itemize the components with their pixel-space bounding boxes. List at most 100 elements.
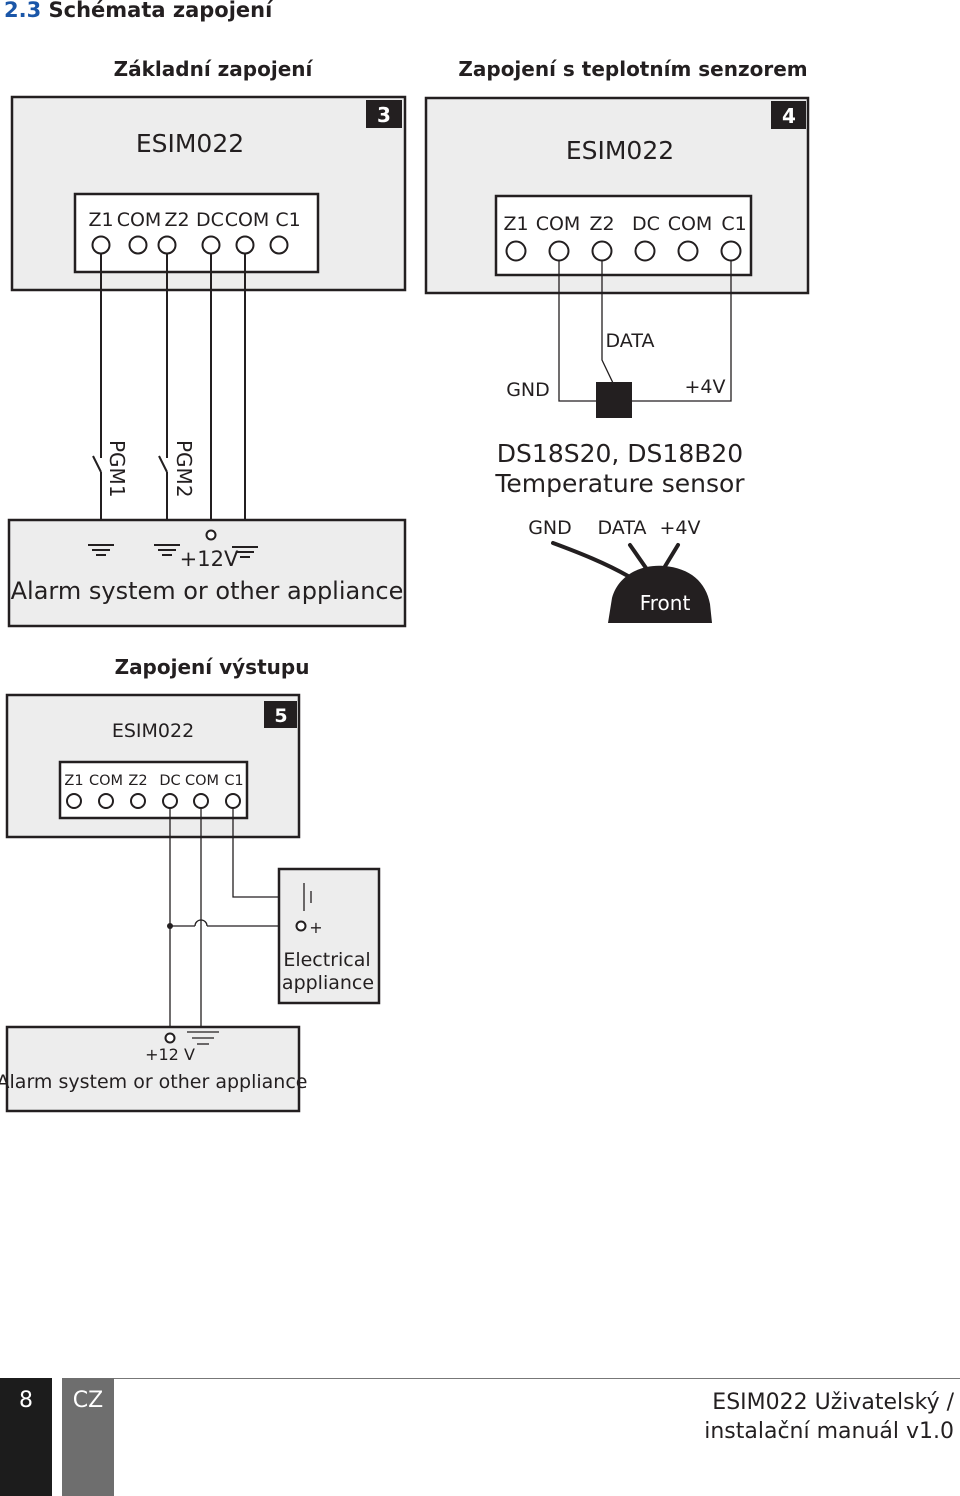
output-plus12v: +12 V xyxy=(145,1045,195,1064)
terminal-label: DC xyxy=(632,213,660,235)
terminal-screw xyxy=(720,240,742,262)
terminal-label: C1 xyxy=(224,773,243,789)
terminal-screw xyxy=(225,793,241,809)
terminal-label: Z1 xyxy=(503,213,528,235)
output-terminal-block xyxy=(58,760,249,820)
basic-badge xyxy=(366,100,402,128)
pgm2-label: PGM2 xyxy=(172,440,196,498)
output-badge-number: 5 xyxy=(274,705,287,727)
basic-alarm-label: Alarm system or other appliance xyxy=(11,577,404,605)
terminal-label: Z1 xyxy=(64,773,83,789)
terminal-label: Z2 xyxy=(589,213,614,235)
terminal-label: COM xyxy=(536,213,581,235)
terminal-screw xyxy=(677,240,699,262)
terminal-label: Z2 xyxy=(128,773,147,789)
sensor-4v-label: +4V xyxy=(684,376,725,398)
terminal-label: Z2 xyxy=(164,209,189,231)
basic-terminal-block xyxy=(73,192,320,274)
page-number: 8 xyxy=(19,1388,33,1413)
section-heading: Schémata zapojení xyxy=(48,0,273,22)
sensor-data-label: DATA xyxy=(606,330,655,352)
sensor-terminals xyxy=(505,240,742,262)
sensor-terminal-block xyxy=(494,194,753,277)
sensor-chip xyxy=(596,382,632,418)
output-alarm-label: Alarm system or other appliance xyxy=(0,1071,307,1093)
terminal-screw xyxy=(130,793,146,809)
output-heading: Zapojení výstupu xyxy=(115,655,310,679)
terminal-label: DC xyxy=(159,773,180,789)
electrical-appliance-box xyxy=(277,867,381,1005)
sensor-heading: Zapojení s teplotním senzorem xyxy=(458,57,807,81)
terminal-label: C1 xyxy=(721,213,746,235)
ground-symbol xyxy=(154,544,180,556)
footer-language: CZ xyxy=(62,1378,114,1496)
terminal-screw xyxy=(235,235,255,255)
section-number: 2.3 xyxy=(4,0,42,22)
appliance-plus-terminal xyxy=(295,920,307,932)
basic-terminal-labels: Z1 COM Z2 DC COM C1 xyxy=(88,209,300,231)
sensor-badge xyxy=(771,101,806,129)
appliance-label-line1: Electrical xyxy=(283,949,370,971)
sensor-gnd-label: GND xyxy=(506,379,550,401)
terminal-label: DC xyxy=(196,209,224,231)
sensor-wires xyxy=(558,261,732,402)
terminal-screw xyxy=(91,235,111,255)
terminal-screw xyxy=(548,240,570,262)
footer-manual-title: ESIM022 Uživatelský / instalační manuál … xyxy=(704,1388,954,1446)
terminal-label: Z1 xyxy=(88,209,113,231)
terminal-screw xyxy=(193,793,209,809)
pin-gnd-label: GND xyxy=(528,517,572,539)
language-code: CZ xyxy=(72,1388,104,1413)
pin-data-label: DATA xyxy=(598,517,647,539)
basic-heading: Základní zapojení xyxy=(114,57,314,81)
terminal-label: COM xyxy=(185,773,219,789)
terminal-screw xyxy=(505,240,527,262)
plus12v-terminal xyxy=(205,529,217,541)
appliance-plus-label: + xyxy=(309,918,322,937)
sensor-description: Temperature sensor xyxy=(494,469,745,498)
terminal-label: COM xyxy=(668,213,713,235)
footer-page-number: 8 xyxy=(0,1378,52,1496)
ground-symbol xyxy=(88,544,114,556)
pin-4v-label: +4V xyxy=(659,517,700,539)
terminal-screw xyxy=(201,235,221,255)
footer-divider xyxy=(114,1378,960,1379)
terminal-label: COM xyxy=(117,209,162,231)
sensor-package-icon xyxy=(551,541,712,623)
basic-terminals xyxy=(91,235,289,255)
sensor-device-name: ESIM022 xyxy=(566,136,674,165)
output-badge xyxy=(264,701,297,728)
battery-icon xyxy=(303,883,312,911)
plus12v-terminal xyxy=(164,1032,176,1044)
basic-badge-number: 3 xyxy=(377,103,391,127)
terminal-screw xyxy=(591,240,613,262)
ground-symbol xyxy=(232,546,258,558)
output-alarm-box xyxy=(5,1025,301,1113)
sensor-front-label: Front xyxy=(640,591,691,615)
terminal-screw xyxy=(162,793,178,809)
manual-title-line1: ESIM022 Uživatelský / xyxy=(712,1390,954,1415)
terminal-screw xyxy=(634,240,656,262)
terminal-label: COM xyxy=(89,773,123,789)
output-terminal-labels: Z1 COM Z2 DC COM C1 xyxy=(64,773,243,789)
terminal-screw xyxy=(157,235,177,255)
output-terminals xyxy=(66,793,241,809)
basic-wires xyxy=(92,253,246,546)
manual-title-line2: instalační manuál v1.0 xyxy=(704,1419,954,1444)
section-title: 2.3 Schémata zapojení xyxy=(4,0,272,22)
sensor-badge-number: 4 xyxy=(782,104,796,128)
terminal-screw xyxy=(98,793,114,809)
appliance-label-line2: appliance xyxy=(282,972,374,994)
sensor-model: DS18S20, DS18B20 xyxy=(497,439,743,468)
pgm1-label: PGM1 xyxy=(105,440,129,498)
output-device-name: ESIM022 xyxy=(112,720,194,742)
terminal-screw xyxy=(269,235,289,255)
basic-plus12v: +12V xyxy=(180,547,239,571)
sensor-terminal-labels: Z1 COM Z2 DC COM C1 xyxy=(503,213,746,235)
terminal-label: C1 xyxy=(275,209,300,231)
ground-symbol xyxy=(187,1031,219,1045)
terminal-screw xyxy=(128,235,148,255)
basic-device-name: ESIM022 xyxy=(136,129,244,158)
terminal-label: COM xyxy=(225,209,270,231)
